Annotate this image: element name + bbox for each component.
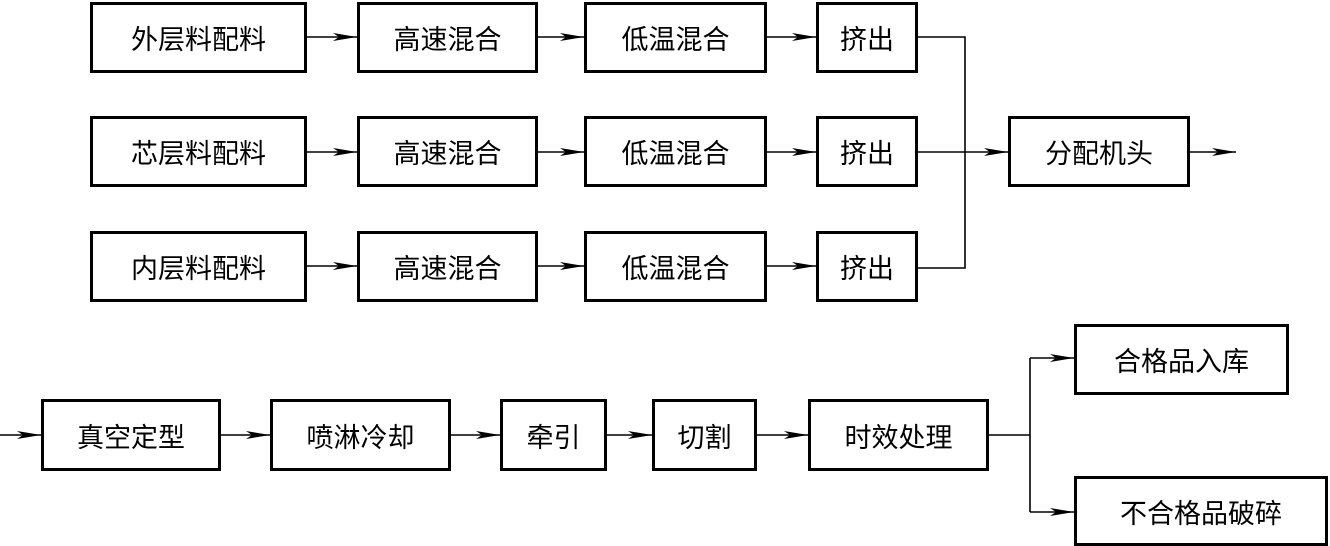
label-spray-cooling: 喷淋冷却 bbox=[306, 422, 415, 454]
box-inner-formulation: 内层料配料 bbox=[90, 231, 307, 302]
label-high-speed-mix-3: 高速混合 bbox=[393, 254, 502, 285]
label-outer-formulation: 外层料配料 bbox=[131, 25, 266, 56]
label-low-temp-mix-2: 低温混合 bbox=[621, 139, 730, 170]
box-high-speed-mix-2: 高速混合 bbox=[357, 116, 538, 187]
box-outer-formulation: 外层料配料 bbox=[90, 2, 307, 73]
label-high-speed-mix-2: 高速混合 bbox=[393, 139, 502, 170]
label-inner-formulation: 内层料配料 bbox=[131, 254, 266, 285]
label-reject-crushing: 不合格品破碎 bbox=[1120, 498, 1282, 530]
label-low-temp-mix-1: 低温混合 bbox=[621, 25, 730, 56]
box-spray-cooling: 喷淋冷却 bbox=[270, 399, 451, 471]
label-aging-treatment: 时效处理 bbox=[844, 422, 953, 454]
label-extrude-3: 挤出 bbox=[840, 254, 894, 285]
box-core-formulation: 芯层料配料 bbox=[90, 116, 307, 187]
label-qualified-storage: 合格品入库 bbox=[1114, 347, 1249, 378]
box-high-speed-mix-1: 高速混合 bbox=[357, 2, 538, 73]
box-low-temp-mix-1: 低温混合 bbox=[584, 2, 767, 73]
box-haul-off: 牵引 bbox=[500, 399, 607, 471]
box-extrude-1: 挤出 bbox=[816, 2, 918, 73]
label-core-formulation: 芯层料配料 bbox=[131, 139, 266, 170]
box-low-temp-mix-2: 低温混合 bbox=[584, 116, 767, 187]
box-cutting: 切割 bbox=[652, 399, 757, 471]
label-vacuum-sizing: 真空定型 bbox=[77, 422, 185, 454]
label-extrude-1: 挤出 bbox=[840, 25, 894, 56]
box-qualified-storage: 合格品入库 bbox=[1074, 324, 1289, 395]
label-distribution-head: 分配机头 bbox=[1045, 139, 1153, 170]
box-distribution-head: 分配机头 bbox=[1008, 116, 1190, 187]
box-vacuum-sizing: 真空定型 bbox=[41, 399, 221, 471]
label-low-temp-mix-3: 低温混合 bbox=[621, 254, 730, 285]
label-haul-off: 牵引 bbox=[526, 422, 581, 454]
label-extrude-2: 挤出 bbox=[840, 139, 894, 170]
box-extrude-2: 挤出 bbox=[816, 116, 918, 187]
label-high-speed-mix-1: 高速混合 bbox=[393, 25, 502, 56]
label-cutting: 切割 bbox=[677, 422, 732, 454]
box-low-temp-mix-3: 低温混合 bbox=[584, 231, 767, 302]
box-reject-crushing: 不合格品破碎 bbox=[1074, 476, 1328, 546]
box-aging-treatment: 时效处理 bbox=[808, 399, 989, 471]
box-extrude-3: 挤出 bbox=[816, 231, 918, 302]
box-high-speed-mix-3: 高速混合 bbox=[357, 231, 538, 302]
